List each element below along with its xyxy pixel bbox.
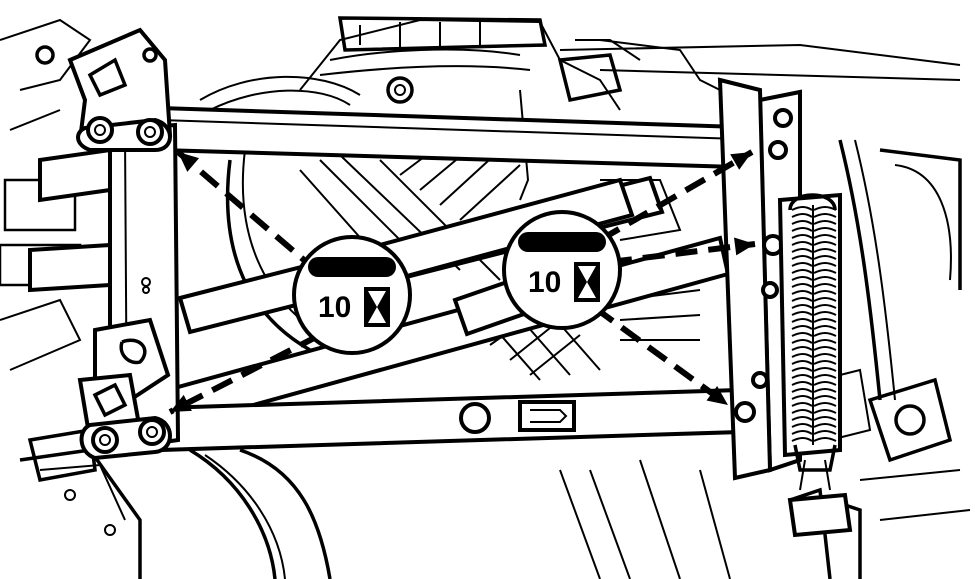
leader-line: [598, 149, 754, 243]
spring-coil: [791, 416, 813, 421]
spring-coil: [813, 437, 837, 442]
spring-coil: [791, 360, 813, 365]
spring-coil: [791, 437, 813, 442]
coil-spring: [777, 192, 853, 538]
spring-coil: [813, 255, 837, 260]
spring-coil: [813, 290, 837, 295]
spring-coil: [791, 311, 813, 316]
spring-coil: [813, 402, 837, 407]
spring-coil: [813, 241, 837, 246]
spring-coil: [791, 283, 813, 288]
spring-coil: [813, 395, 837, 400]
spring-coil: [813, 346, 837, 351]
spring-coil: [813, 367, 837, 372]
spring-coil: [791, 395, 813, 400]
spring-coil: [791, 374, 813, 379]
wrench-head-icon: [308, 257, 396, 277]
spring-coil: [813, 381, 837, 386]
leader-line: [593, 305, 730, 408]
badge-circle: [502, 210, 622, 330]
spring-coil: [813, 206, 837, 211]
spring-coil: [791, 332, 813, 337]
hourglass-icon: [364, 287, 390, 327]
spring-coil: [791, 304, 813, 309]
wrench-head-icon: [518, 232, 606, 252]
arrowhead: [170, 394, 192, 412]
spring-coil: [813, 430, 837, 435]
spring-coil: [791, 409, 813, 414]
spring-coil: [813, 262, 837, 267]
spring-coil: [791, 276, 813, 281]
frame-top-bar: [158, 105, 772, 171]
spring-coil: [791, 430, 813, 435]
spring-coil: [791, 318, 813, 323]
spring-coil: [791, 241, 813, 246]
badge-circle: [292, 235, 412, 355]
spring-coil: [791, 402, 813, 407]
spring-coil: [813, 423, 837, 428]
torque-badge-right: 10: [502, 210, 622, 330]
spring-coil: [813, 276, 837, 281]
spring-coil: [791, 423, 813, 428]
spring-coil: [791, 255, 813, 260]
spring-coil: [791, 227, 813, 232]
arrowhead: [730, 152, 752, 170]
spring-coil: [791, 269, 813, 274]
spring-coil: [813, 227, 837, 232]
spring-coil: [813, 325, 837, 330]
spring-coil: [791, 262, 813, 267]
leader-line: [168, 332, 322, 415]
spring-coil: [791, 213, 813, 218]
spring-coil: [791, 297, 813, 302]
leader-line: [176, 149, 320, 275]
frame-bottom-bar: [158, 387, 742, 453]
spring-coil: [813, 297, 837, 302]
spring-coil: [791, 234, 813, 239]
spring-coil: [791, 388, 813, 393]
torque-value: 10: [528, 266, 561, 299]
spring-coil: [813, 234, 837, 239]
spring-coil: [813, 311, 837, 316]
spring-coil: [791, 346, 813, 351]
left-post: [28, 27, 181, 453]
right-structure: [699, 139, 971, 579]
spring-coil: [791, 367, 813, 372]
spring-coil: [813, 318, 837, 323]
spring-coil: [791, 248, 813, 253]
spring-coil: [813, 388, 837, 393]
spring-coil: [813, 220, 837, 225]
spring-coil: [791, 381, 813, 386]
spring-coil: [791, 290, 813, 295]
leader-arrows: [168, 149, 756, 415]
spring-coil: [813, 339, 837, 344]
spring-coil: [813, 360, 837, 365]
torque-badge-left: 10: [292, 235, 412, 355]
spring-coil: [813, 409, 837, 414]
leader-line: [609, 241, 756, 265]
hourglass-icon: [574, 262, 600, 302]
arrowhead: [734, 237, 755, 256]
spring-coil: [791, 325, 813, 330]
spring-coil: [813, 332, 837, 337]
spring-coil: [813, 283, 837, 288]
spring-coil: [813, 269, 837, 274]
torque-value: 10: [318, 291, 351, 324]
spring-coil: [791, 353, 813, 358]
spring-coil: [791, 206, 813, 211]
spring-coil: [813, 304, 837, 309]
arrowhead: [706, 385, 728, 405]
spring-coil: [791, 220, 813, 225]
spring-coil: [813, 374, 837, 379]
lower-structure: [19, 448, 681, 579]
spring-coil: [813, 248, 837, 253]
arrowhead: [178, 152, 200, 172]
spring-coil: [813, 416, 837, 421]
left-pivots: [76, 116, 172, 461]
spring-coil: [813, 353, 837, 358]
spring-coil: [791, 339, 813, 344]
spring-coil: [813, 213, 837, 218]
